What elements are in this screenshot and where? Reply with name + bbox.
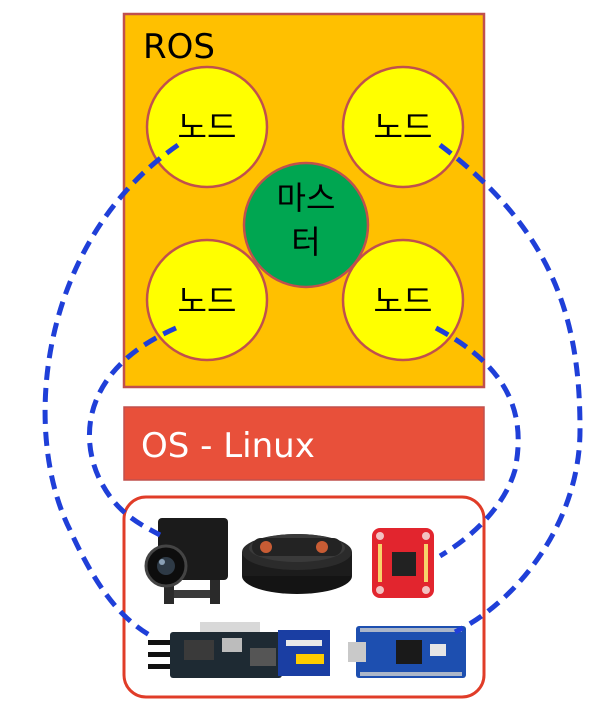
node-top-right-label: 노드 — [374, 108, 433, 146]
node-top-right — [341, 65, 465, 189]
node-device-links — [42, 142, 583, 641]
master-label-line1: 마스 — [277, 179, 336, 217]
node-top-left — [145, 65, 269, 189]
motor-driver-board-icon — [148, 622, 330, 678]
node-bottom-right-label: 노드 — [374, 282, 433, 320]
link-top-left-node-to-driver-board — [42, 142, 180, 641]
master-node — [242, 161, 370, 289]
node-bottom-left-label: 노드 — [178, 282, 237, 320]
node-top-left-label: 노드 — [178, 108, 237, 146]
node-bottom-left — [145, 238, 269, 362]
link-bottom-right-node-to-imu — [434, 325, 521, 559]
os-label: OS - Linux — [141, 426, 315, 466]
lidar-sensor-icon — [242, 534, 352, 594]
link-bottom-left-node-to-camera — [86, 325, 178, 538]
camera-module-icon — [144, 518, 228, 604]
master-label-line2: 터 — [291, 223, 320, 261]
arduino-nano-board-icon — [348, 626, 466, 678]
os-box — [123, 406, 485, 481]
link-top-right-node-to-arduino — [438, 143, 583, 635]
imu-board-icon — [372, 528, 434, 598]
node-bottom-right — [341, 238, 465, 362]
ros-label: ROS — [143, 27, 215, 67]
